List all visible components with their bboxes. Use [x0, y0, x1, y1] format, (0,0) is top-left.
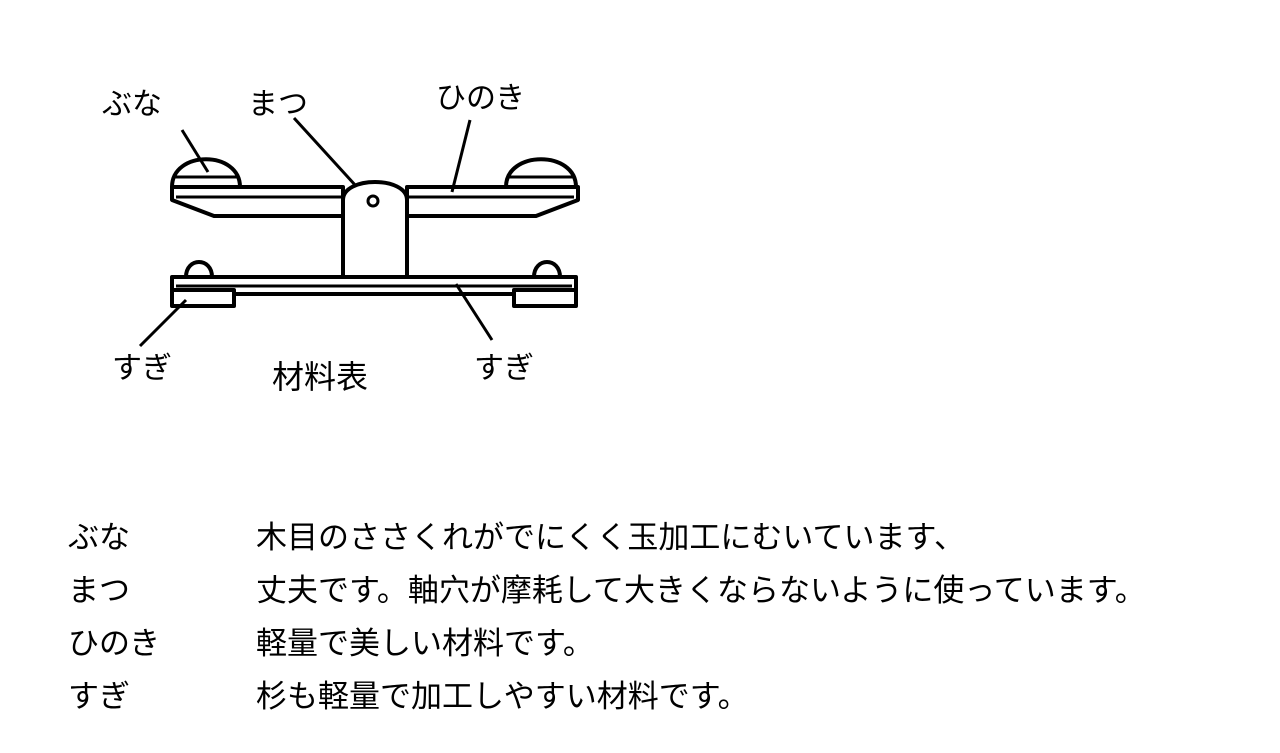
material-description-list: ぶな 木目のささくれがでにくく玉加工にむいています、 まつ 丈夫です。軸穴が摩耗… [68, 508, 1258, 720]
leader-line-matsu [292, 116, 358, 188]
label-buna: ぶな [102, 87, 162, 122]
material-row-buna: ぶな 木目のささくれがでにくく玉加工にむいています、 [68, 508, 1258, 561]
label-sugi-left: すぎ [112, 351, 172, 386]
base-foot-left [170, 288, 236, 308]
material-description: 木目のささくれがでにくく玉加工にむいています、 [256, 520, 965, 556]
leader-line-sugi-right [454, 283, 494, 341]
diagram-caption: 材料表 [272, 358, 368, 396]
material-name: すぎ [68, 679, 130, 715]
material-name: ぶな [68, 520, 130, 556]
material-description: 杉も軽量で加工しやすい材料です。 [256, 679, 749, 715]
label-sugi-right: すぎ [474, 351, 534, 386]
material-row-matsu: まつ 丈夫です。軸穴が摩耗して大きくならないように使っています。 [68, 561, 1258, 614]
material-description: 軽量で美しい材料です。 [256, 626, 594, 662]
leader-line-hinoki [450, 119, 472, 193]
material-name: まつ [68, 573, 130, 609]
material-row-sugi: すぎ 杉も軽量で加工しやすい材料です。 [68, 667, 1258, 720]
base-foot-right [512, 288, 578, 308]
label-matsu: まつ [248, 87, 308, 122]
label-hinoki: ひのき [436, 81, 525, 116]
base-knob-left [184, 260, 214, 279]
pivot-post [341, 180, 409, 279]
base-knob-right [532, 260, 562, 279]
material-row-hinoki: ひのき 軽量で美しい材料です。 [68, 614, 1258, 667]
seesaw-beam [170, 185, 580, 218]
material-name: ひのき [68, 626, 161, 662]
material-description: 丈夫です。軸穴が摩耗して大きくならないように使っています。 [256, 573, 1146, 609]
seat-knob-right [504, 157, 578, 189]
axle-hole [366, 194, 380, 208]
leader-line-sugi-left [138, 298, 188, 348]
leader-line-buna [180, 129, 210, 173]
seat-knob-left [170, 157, 242, 189]
